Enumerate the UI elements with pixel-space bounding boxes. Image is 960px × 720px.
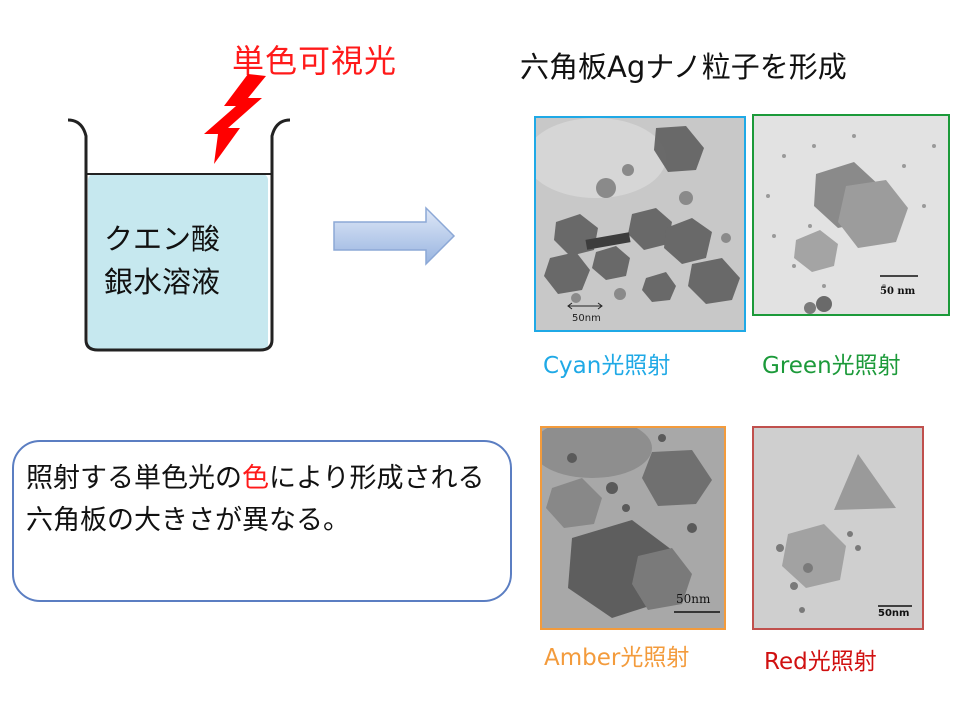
solution-label: クエン酸 銀水溶液 xyxy=(104,218,220,304)
conclusion-box xyxy=(12,440,512,602)
conclusion-highlight-color: 色 xyxy=(242,463,269,494)
conclusion-text-part1: 照射する単色光の xyxy=(26,463,242,494)
tem-image-green: 50 nm xyxy=(752,114,950,316)
solution-label-line2: 銀水溶液 xyxy=(104,265,221,299)
tem-image-red: 50nm xyxy=(752,426,924,630)
scale-bar-label: 50nm xyxy=(878,608,910,619)
right-arrow-icon xyxy=(333,206,456,266)
caption-amber: Amber光照射 xyxy=(544,645,690,671)
tem-image-cyan: 50nm xyxy=(534,116,746,332)
solution-label-line1: クエン酸 xyxy=(104,222,221,256)
caption-cyan: Cyan光照射 xyxy=(543,353,671,379)
caption-red: Red光照射 xyxy=(764,649,877,675)
scale-bar-label: 50nm xyxy=(676,592,711,606)
beaker-illustration xyxy=(67,118,291,352)
conclusion-text-part2: により形成される六角板の大きさが異なる。 xyxy=(26,463,485,536)
caption-green: Green光照射 xyxy=(762,353,901,379)
conclusion-text: 照射する単色光の色により形成される六角板の大きさが異なる。 xyxy=(26,458,506,542)
light-label: 単色可視光 xyxy=(232,42,398,80)
lightning-bolt-icon xyxy=(204,74,266,164)
scale-bar-label: 50 nm xyxy=(880,286,916,297)
page-title: 六角板Agナノ粒子を形成 xyxy=(520,50,847,84)
scale-bar-label: 50nm xyxy=(572,313,601,324)
tem-image-amber: 50nm xyxy=(540,426,726,630)
